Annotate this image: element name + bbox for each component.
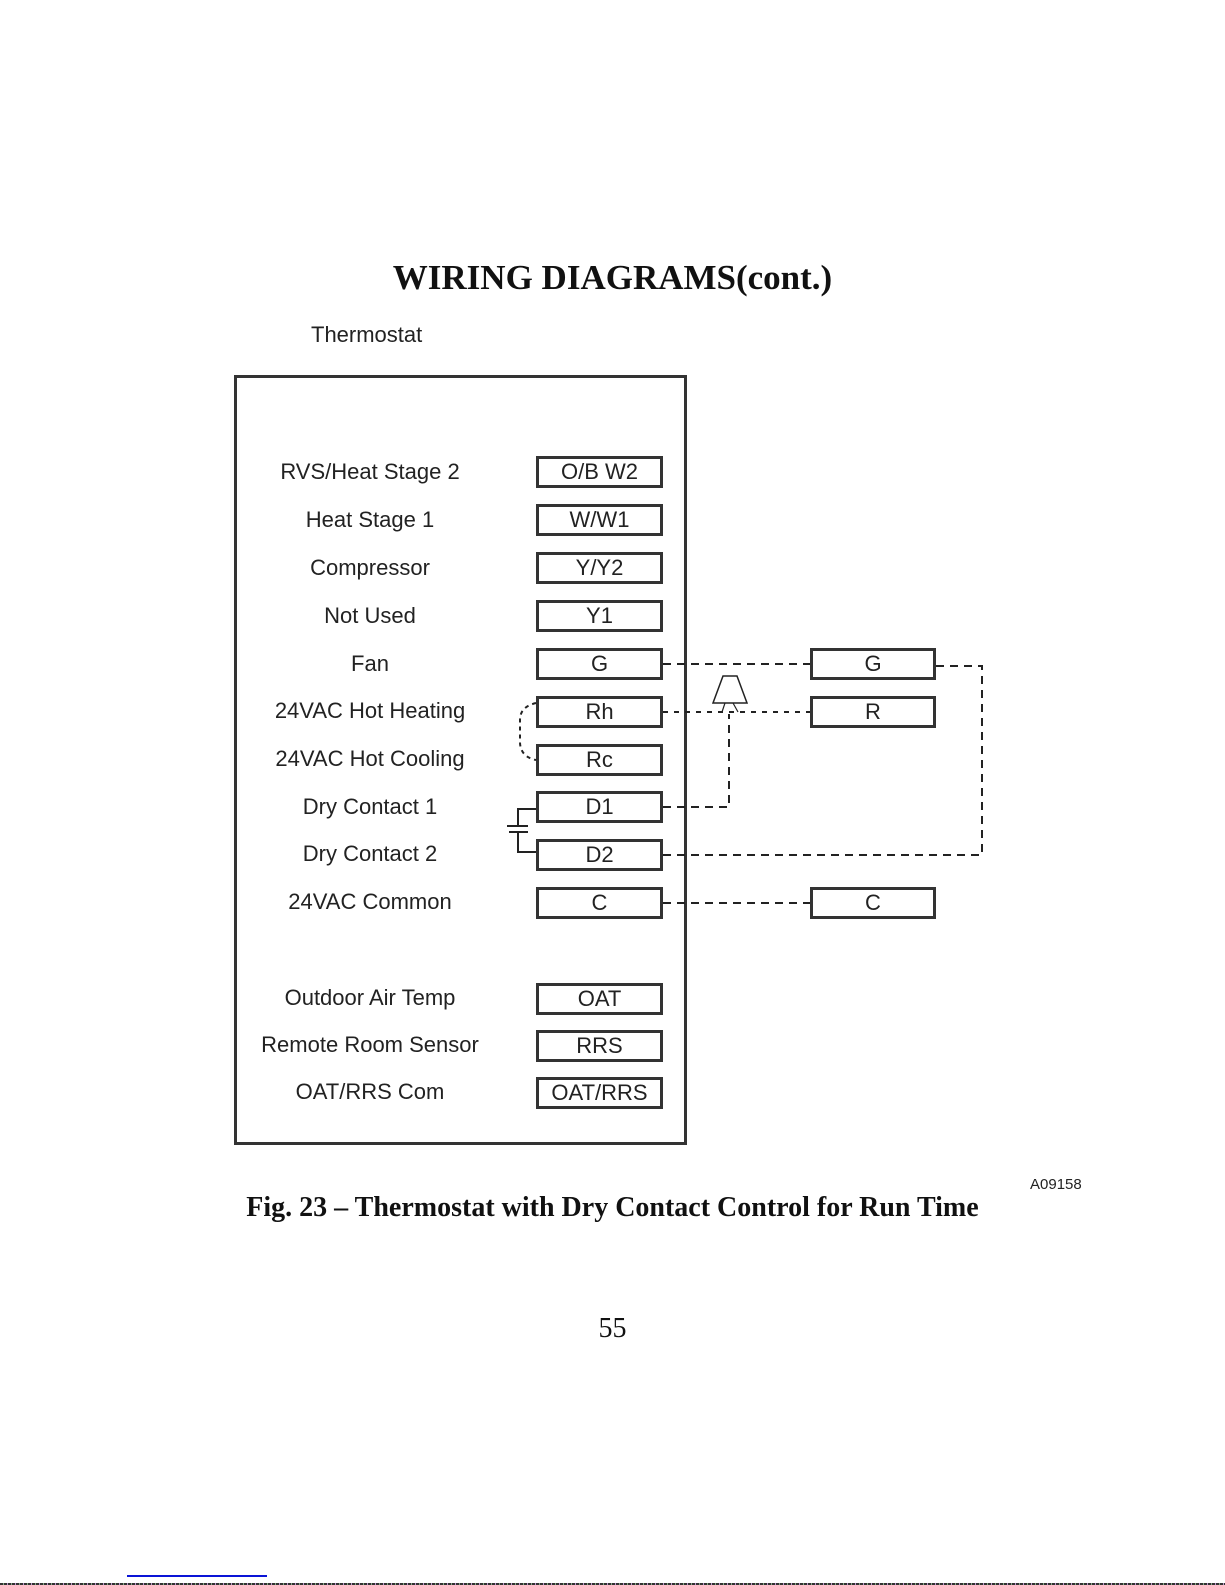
terminal-label: Not Used — [324, 603, 416, 628]
terminal-label: Compressor — [310, 555, 430, 580]
figure-caption: Fig. 23 – Thermostat with Dry Contact Co… — [246, 1192, 979, 1223]
sensor-label: Outdoor Air Temp — [284, 985, 456, 1010]
equipment-terminal-c: C — [810, 887, 936, 919]
terminal-c: C — [536, 887, 663, 919]
equipment-terminal-r: R — [810, 696, 936, 728]
link-underline[interactable] — [127, 1575, 267, 1577]
terminal-label: Dry Contact 1 — [302, 794, 438, 819]
terminal-g: G — [536, 648, 663, 680]
terminal-label: 24VAC Hot Cooling — [275, 746, 465, 771]
terminal-y-y2: Y/Y2 — [536, 552, 663, 584]
terminal-label: Fan — [351, 651, 389, 676]
lamp-icon — [711, 675, 749, 704]
terminal-ob-w2: O/B W2 — [536, 456, 663, 488]
terminal-rh: Rh — [536, 696, 663, 728]
terminal-label: RVS/Heat Stage 2 — [280, 459, 460, 484]
terminal-label: 24VAC Hot Heating — [274, 698, 466, 723]
wire-rh-rc-jumper — [519, 702, 537, 761]
terminal-oat-rrs: OAT/RRS — [536, 1077, 663, 1109]
terminal-d1: D1 — [536, 791, 663, 823]
terminal-d2: D2 — [536, 839, 663, 871]
wire-d1-to-lamp — [663, 714, 730, 808]
terminal-label: 24VAC Common — [288, 889, 452, 914]
terminal-label: Dry Contact 2 — [302, 841, 438, 866]
dry-contact-switch-icon — [507, 808, 536, 853]
terminal-rrs: RRS — [536, 1030, 663, 1062]
terminal-w-w1: W/W1 — [536, 504, 663, 536]
lamp-leads-icon — [721, 702, 739, 713]
page-heading: WIRING DIAGRAMS(cont.) — [392, 258, 833, 297]
equipment-terminal-g: G — [810, 648, 936, 680]
terminal-rc: Rc — [536, 744, 663, 776]
sensor-label: Remote Room Sensor — [261, 1032, 479, 1057]
figure-id: A09158 — [1030, 1176, 1082, 1193]
terminal-y1: Y1 — [536, 600, 663, 632]
thermostat-frame — [234, 375, 687, 1145]
terminal-oat: OAT — [536, 983, 663, 1015]
terminal-label: Heat Stage 1 — [305, 507, 435, 532]
bottom-rule — [0, 1583, 1225, 1585]
wire-d2-to-g — [663, 665, 983, 856]
thermostat-title: Thermostat — [311, 322, 423, 347]
page-number: 55 — [598, 1313, 627, 1344]
sensor-label: OAT/RRS Com — [295, 1079, 445, 1104]
